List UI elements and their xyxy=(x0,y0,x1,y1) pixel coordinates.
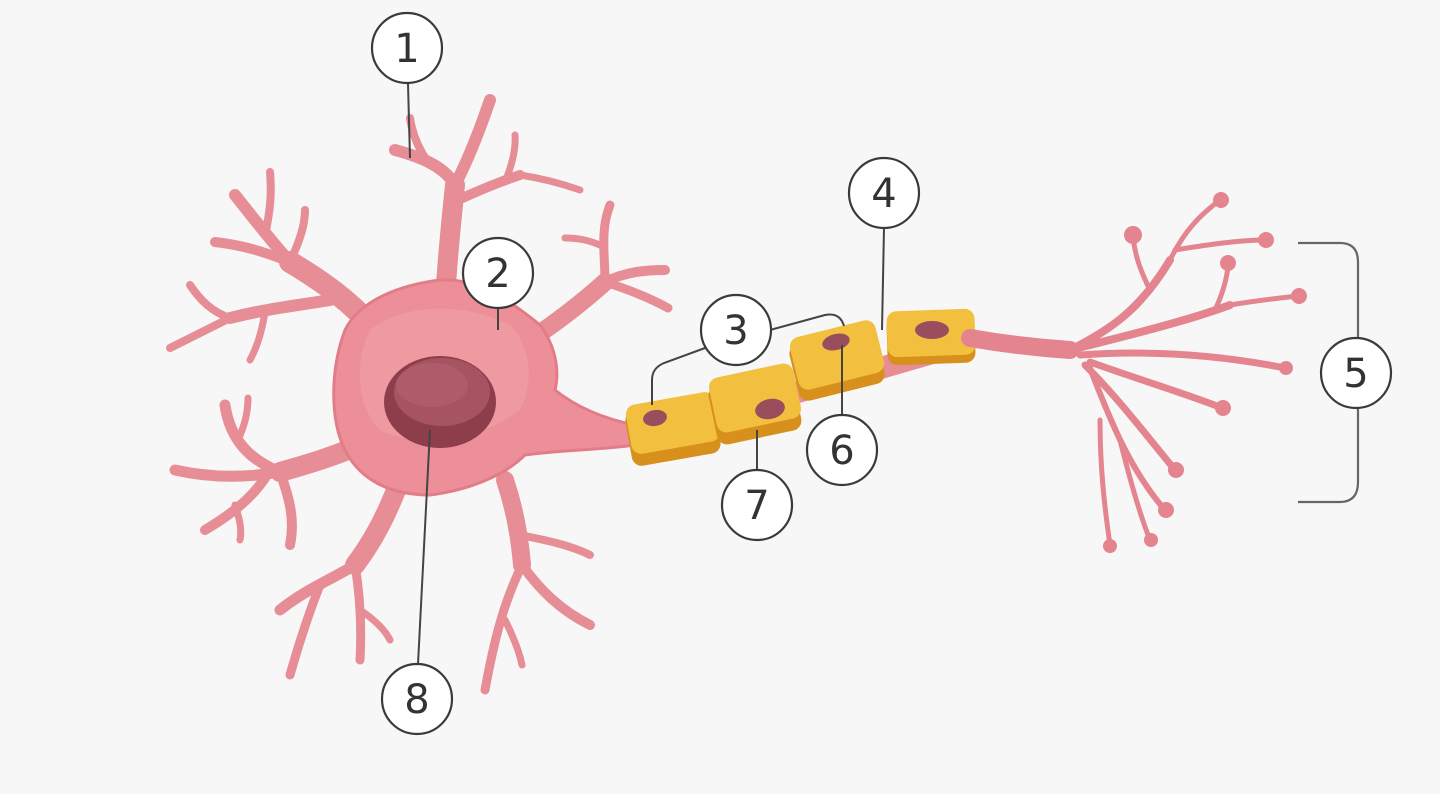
callout-3-text: 3 xyxy=(723,308,748,354)
callout-6: 6 xyxy=(805,413,879,487)
callout-7: 7 xyxy=(720,468,794,542)
callout-5-text: 5 xyxy=(1343,351,1368,397)
callout-7-text: 7 xyxy=(744,483,769,529)
leader-lines xyxy=(407,83,1360,665)
schwann-cell-2 xyxy=(708,363,802,445)
bracket-5-top xyxy=(1298,241,1360,338)
callout-5: 5 xyxy=(1319,336,1393,410)
callout-4: 4 xyxy=(847,156,921,230)
schwann-cell-4 xyxy=(886,308,976,366)
leader-4 xyxy=(881,227,885,331)
callout-8-text: 8 xyxy=(404,677,429,723)
dendrites xyxy=(166,94,673,695)
schwann-cell-1 xyxy=(625,392,721,466)
leader-3-left xyxy=(651,347,706,405)
leader-8 xyxy=(417,429,431,665)
leader-3-right xyxy=(769,313,845,331)
schwann-cell-3 xyxy=(789,320,885,401)
callout-1-text: 1 xyxy=(394,26,419,72)
dendrite-bottom xyxy=(274,470,595,695)
bracket-5-bottom xyxy=(1298,408,1360,504)
callout-3: 3 xyxy=(699,293,773,367)
dendrite-upper-left xyxy=(166,168,391,364)
callout-6-text: 6 xyxy=(829,428,854,474)
callout-4-text: 4 xyxy=(871,171,896,217)
callout-1: 1 xyxy=(370,11,444,85)
callout-8: 8 xyxy=(380,662,454,736)
callout-labels: 1 2 3 4 5 6 7 8 xyxy=(370,11,1393,736)
dendrite-upper-right xyxy=(521,200,673,349)
leader-1 xyxy=(407,83,411,159)
callout-2: 2 xyxy=(461,236,535,310)
callout-2-text: 2 xyxy=(485,251,510,297)
axon-terminal xyxy=(961,192,1307,553)
myelin-sheath xyxy=(625,308,976,466)
nucleus xyxy=(384,356,496,448)
